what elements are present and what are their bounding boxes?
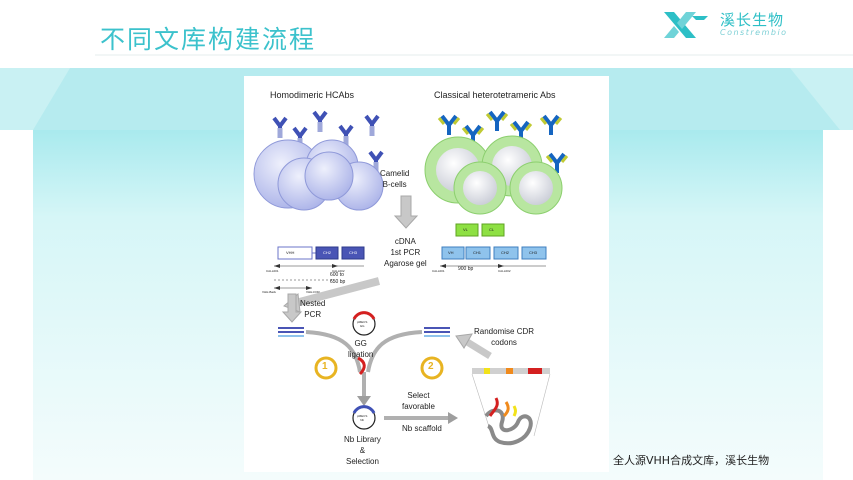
plasmid-nb-label: pMECS Nb <box>357 414 368 422</box>
step-2-marker <box>420 356 444 380</box>
downward-arrow <box>393 195 419 229</box>
step-2-number: 2 <box>428 361 434 372</box>
gene-box-ch2: CH2 <box>323 250 332 255</box>
pmecs-nb-plasmid <box>352 405 376 430</box>
slide-caption: 全人源VHH合成文库，溪长生物 <box>613 454 770 467</box>
cdna-label: cDNA 1st PCR Agarose gel <box>384 237 427 268</box>
hcab-gene-construct <box>274 246 365 290</box>
randomise-arrow <box>462 337 492 359</box>
primer-call002-left: CALL002 <box>332 269 345 273</box>
size-label-600: 600 to 650 bp <box>330 272 346 285</box>
gene-box-vhh: VHH <box>286 250 295 255</box>
gene-box-vh: VH <box>448 250 454 255</box>
vhh-fragments-right <box>424 327 450 337</box>
hcab-b-cells <box>253 139 384 211</box>
randomise-label: Randomise CDR codons <box>474 327 535 347</box>
step-1-marker <box>314 356 338 380</box>
step-1-number: 1 <box>322 361 328 372</box>
gene-box-ch3: CH3 <box>349 250 358 255</box>
cdna-to-pcr-arrow <box>290 277 381 308</box>
nb-scaffold-protein-icon <box>484 397 533 446</box>
slide-title: 不同文库构建流程 <box>100 25 317 54</box>
classic-antibodies <box>437 110 569 173</box>
primer-call001-left: CALL001 <box>266 269 279 273</box>
ligated-fragment <box>357 356 366 376</box>
nested-pcr-label: Nested PCR <box>300 299 326 319</box>
curve-right-arrow <box>366 330 423 373</box>
gg-ligation-label: GG ligation <box>348 339 374 359</box>
plasmid-gg-label: pMECS GG <box>357 320 368 328</box>
classic-b-cells <box>424 135 563 215</box>
gene-box-ch2-right: CH2 <box>501 250 510 255</box>
light-chain-cl: CL <box>489 227 495 232</box>
nb-library-label: Nb Library & Selection <box>344 435 381 466</box>
primer-vhh-for: VHH-FOR <box>306 290 320 294</box>
primer-vhh-back: VHH-Back <box>262 290 277 294</box>
hcab-antibodies <box>272 110 384 172</box>
constrembio-logo <box>664 12 708 38</box>
x-logo-icon <box>664 12 708 38</box>
camelid-label: Camelid B-cells <box>380 169 410 189</box>
logo-name: 溪长生物 <box>720 11 785 29</box>
left-header: Homodimeric HCAbs <box>270 90 355 100</box>
library-construction-figure: Homodimeric HCAbs Classical heterotetram… <box>244 76 609 472</box>
pmecs-gg-plasmid <box>352 311 376 336</box>
classic-gene-construct <box>440 246 547 268</box>
nb-scaffold-label: Nb scaffold <box>402 424 442 433</box>
cdr-sequence-bar <box>471 368 551 437</box>
figure-graphics <box>253 110 569 446</box>
gene-box-ch1: CH1 <box>473 250 482 255</box>
primer-call001-right: CALL001 <box>432 269 445 273</box>
curve-left-arrow <box>305 330 362 373</box>
select-favorable-label: Select favorable <box>402 391 435 411</box>
logo-subtitle: Constrembio <box>720 28 788 37</box>
size-label-900: 900 bp <box>458 266 474 272</box>
light-chain-boxes <box>455 223 505 237</box>
right-header: Classical heterotetrameric Abs <box>434 90 556 100</box>
gene-box-ch3-right: CH3 <box>529 250 538 255</box>
primer-call002-right: CALL002 <box>498 269 511 273</box>
light-chain-vl: VL <box>463 227 468 232</box>
nested-pcr-arrow <box>281 293 303 323</box>
vhh-fragments-left <box>278 327 304 337</box>
